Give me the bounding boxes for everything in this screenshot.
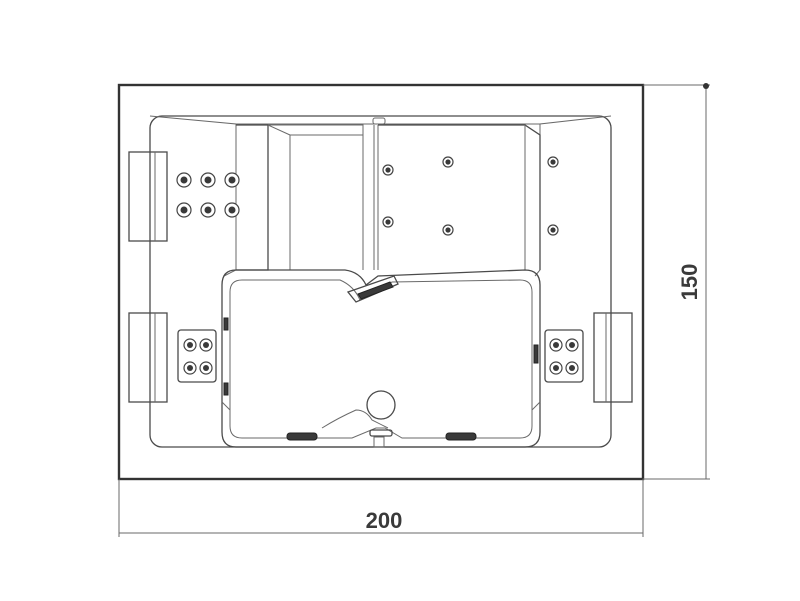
jet-nozzle: [200, 202, 216, 218]
drain: [366, 390, 396, 420]
jet-panel-left: [177, 329, 217, 383]
width-label: 200: [366, 508, 403, 533]
jet-nozzle: [549, 361, 563, 375]
jet-nozzle: [199, 361, 213, 375]
bottom-light-left: [286, 432, 318, 441]
jet-panel-right: [544, 329, 584, 383]
jet-nozzle: [382, 216, 394, 228]
jet-nozzle: [200, 172, 216, 188]
inner-shell: [149, 115, 612, 448]
jet-nozzle: [224, 202, 240, 218]
jet-nozzle: [176, 172, 192, 188]
jet-nozzle: [382, 164, 394, 176]
width-dimension: [118, 479, 644, 537]
armrest-pad-right: [593, 312, 633, 403]
depth-dimension: [643, 83, 710, 480]
jet-nozzle: [183, 338, 197, 352]
jet-nozzle: [199, 338, 213, 352]
neck-pillow: [346, 275, 399, 303]
depth-label: 150: [677, 264, 702, 301]
jet-nozzle: [224, 172, 240, 188]
footwell: [221, 269, 541, 448]
jets-group: [176, 156, 579, 375]
jet-nozzle: [183, 361, 197, 375]
jet-nozzle: [176, 202, 192, 218]
jet-nozzle: [547, 156, 559, 168]
bottom-light-right: [445, 432, 477, 441]
jet-nozzle: [565, 338, 579, 352]
jet-nozzle: [565, 361, 579, 375]
jet-nozzle: [442, 224, 454, 236]
outer-rim: [117, 83, 645, 481]
armrest-pad-bottom-left: [128, 312, 168, 403]
armrest-pad-top-left: [128, 151, 168, 242]
jet-nozzle: [547, 224, 559, 236]
upper-seat-area: [149, 115, 612, 277]
jet-nozzle: [549, 338, 563, 352]
overflow: [369, 429, 393, 448]
jet-nozzle: [442, 156, 454, 168]
